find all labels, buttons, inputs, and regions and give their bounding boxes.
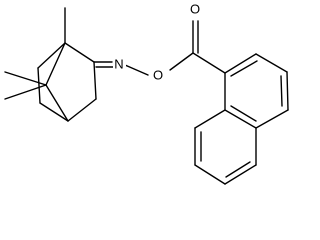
bond-n3-n4: [286, 71, 289, 111]
bond-n8a-n8: [194, 109, 226, 129]
oxime-ester-linkage: [93, 20, 226, 76]
bond-c4-c5: [39, 102, 69, 122]
atom-labels: N O O: [113, 2, 202, 83]
nitrogen-label: N: [114, 57, 123, 72]
bond-bridgehead-c2: [64, 42, 95, 63]
bond-upper-inner-3: [230, 105, 257, 122]
bond-o-carbonyl-c: [169, 52, 194, 71]
bond-n2-n3: [255, 53, 288, 73]
bond-upper-inner-1: [230, 60, 258, 77]
bicyclic-core: [4, 7, 97, 122]
bond-c3-c4: [67, 98, 97, 122]
bond-n4-n4a: [255, 109, 289, 129]
bond-c6-bridgehead: [37, 42, 66, 69]
bond-n7-n6: [194, 164, 226, 185]
bond-n6-n5: [224, 164, 257, 185]
bond-lower-inner-2: [225, 161, 251, 178]
bond-carbonyl-c-naphthyl: [192, 52, 226, 74]
bond-n1-n2: [224, 53, 257, 74]
bond-n-o: [124, 64, 149, 76]
bond-n4a-n8a: [224, 109, 257, 129]
ester-oxygen-label: O: [153, 68, 163, 83]
bond-c2-c3: [93, 61, 97, 100]
bond-upper-inner-2: [280, 75, 283, 107]
bond-bridge-methyl-b: [4, 84, 47, 100]
bond-c5-c6: [37, 67, 41, 104]
naphthalene-ring: [194, 53, 289, 185]
bond-bridge-methyl-a: [4, 71, 47, 86]
carbonyl-oxygen-label: O: [190, 2, 200, 17]
bond-bridgehead-bridge: [45, 42, 66, 86]
bond-bridge-c4: [45, 84, 69, 122]
chemical-structure-diagram: N O O: [4, 2, 289, 185]
